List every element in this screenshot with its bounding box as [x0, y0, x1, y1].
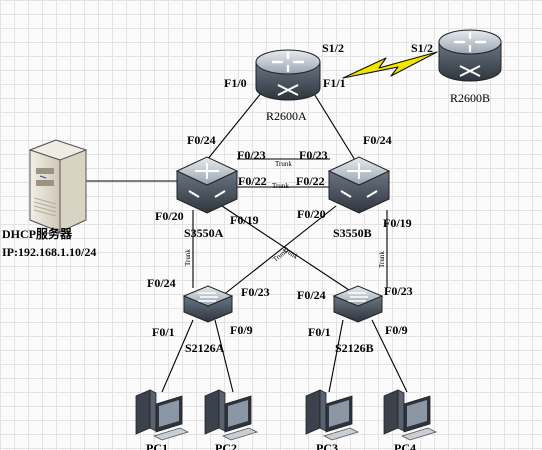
switch-s3550b[interactable]: [327, 156, 391, 214]
device-label-s3550b: S3550B: [333, 226, 372, 240]
port-label-s2126a-f024: F0/24: [147, 276, 176, 290]
device-label-r2600b: R2600B: [450, 91, 490, 105]
trunk-label-f023: Trunk: [275, 160, 292, 168]
router-icon: [255, 49, 321, 101]
port-label-s3550a-f022: F0/22: [238, 174, 267, 188]
switch-s2126b[interactable]: [332, 285, 384, 323]
pcs: PC1 PC2 PC3 PC4: [135, 389, 438, 450]
device-label-dhcp-server: DHCP服务器: [2, 226, 73, 241]
switch-icon: [332, 285, 384, 323]
port-label-r2600a-f10: F1/0: [224, 76, 247, 90]
links: [85, 91, 408, 393]
port-label-r2600a-f11: F1/1: [323, 76, 346, 90]
link-r2600a-s3550a: [206, 91, 263, 161]
trunk-label-s3550a-s2126b: Trunk: [281, 245, 300, 261]
link-s2126a-pc1: [161, 319, 194, 393]
port-label-s2126b-f01: F0/1: [308, 325, 331, 339]
port-label-s3550b-f023: F0/23: [299, 148, 328, 162]
lightning-icon: [342, 51, 438, 79]
port-label-s3550a-f019: F0/19: [230, 213, 259, 227]
port-label-s2126b-f023: F0/23: [384, 284, 413, 298]
server-icon: [28, 139, 88, 233]
link-s3550b-s2126a: [221, 205, 337, 297]
device-label-s2126b: S2126B: [335, 341, 374, 355]
pc-icon: [383, 389, 438, 441]
trunk-label-s3550b-s2126b: Trunk: [378, 251, 386, 268]
port-label-s2126b-f024: F0/24: [297, 288, 326, 302]
multilayer-switch-icon: [327, 156, 391, 214]
router-icon: [438, 29, 502, 82]
device-labels: R2600A R2600B S3550A S3550B S2126A S2126…: [2, 91, 490, 355]
port-label-r2600a-s12: S1/2: [322, 41, 344, 55]
port-label-s3550a-f023: F0/23: [237, 148, 266, 162]
link-s2126b-pc4: [371, 319, 408, 393]
pc-icon: [135, 389, 190, 441]
port-label-s2126a-f09: F0/9: [230, 323, 253, 337]
device-label-r2600a: R2600A: [266, 109, 307, 123]
router-r2600a[interactable]: [255, 49, 321, 101]
port-label-s3550a-f020: F0/20: [155, 209, 184, 223]
port-label-s3550a-f024: F0/24: [187, 133, 216, 147]
router-r2600b[interactable]: [438, 29, 502, 82]
pc-3[interactable]: [305, 389, 360, 441]
port-label-s2126a-f01: F0/1: [152, 325, 175, 339]
switch-s2126a[interactable]: [182, 285, 234, 323]
pc-2[interactable]: [204, 389, 259, 441]
port-label-r2600b-s12: S1/2: [411, 41, 433, 55]
link-s2126a-pc2: [214, 319, 234, 393]
multilayer-switch-icon: [175, 156, 239, 214]
switch-icon: [182, 285, 234, 323]
pc-icon: [204, 389, 259, 441]
port-label-s3550b-f022: F0/22: [296, 174, 325, 188]
port-label-s3550b-f020: F0/20: [297, 207, 326, 221]
port-label-s2126a-f023: F0/23: [241, 285, 270, 299]
device-label-pc1: PC1: [146, 441, 168, 450]
device-label-pc4: PC4: [394, 441, 416, 450]
trunk-label-s3550a-s2126a: Trunk: [184, 249, 192, 266]
port-label-s2126b-f09: F0/9: [385, 323, 408, 337]
device-label-s2126a: S2126A: [185, 341, 225, 355]
pc-icon: [305, 389, 360, 441]
pc-1[interactable]: [135, 389, 190, 441]
server-ip-label: IP:192.168.1.10/24: [2, 245, 96, 259]
switch-s3550a[interactable]: [175, 156, 239, 214]
device-label-s3550a: S3550A: [184, 226, 224, 240]
trunk-label-f022: Trunk: [272, 182, 289, 190]
link-s3550a-s2126b: [221, 205, 353, 293]
port-label-s3550b-f024: F0/24: [363, 133, 392, 147]
port-label-s3550b-f019: F0/19: [383, 216, 412, 230]
device-label-pc2: PC2: [215, 441, 237, 450]
link-s2126b-pc3: [328, 319, 344, 393]
dhcp-server[interactable]: [28, 139, 88, 233]
pc-4[interactable]: [383, 389, 438, 441]
device-label-pc3: PC3: [316, 441, 338, 450]
port-labels: S1/2 S1/2 F1/0 F1/1 F0/24 F0/23 F0/22 F0…: [147, 41, 433, 339]
link-r2600a-s3550b: [312, 91, 356, 161]
